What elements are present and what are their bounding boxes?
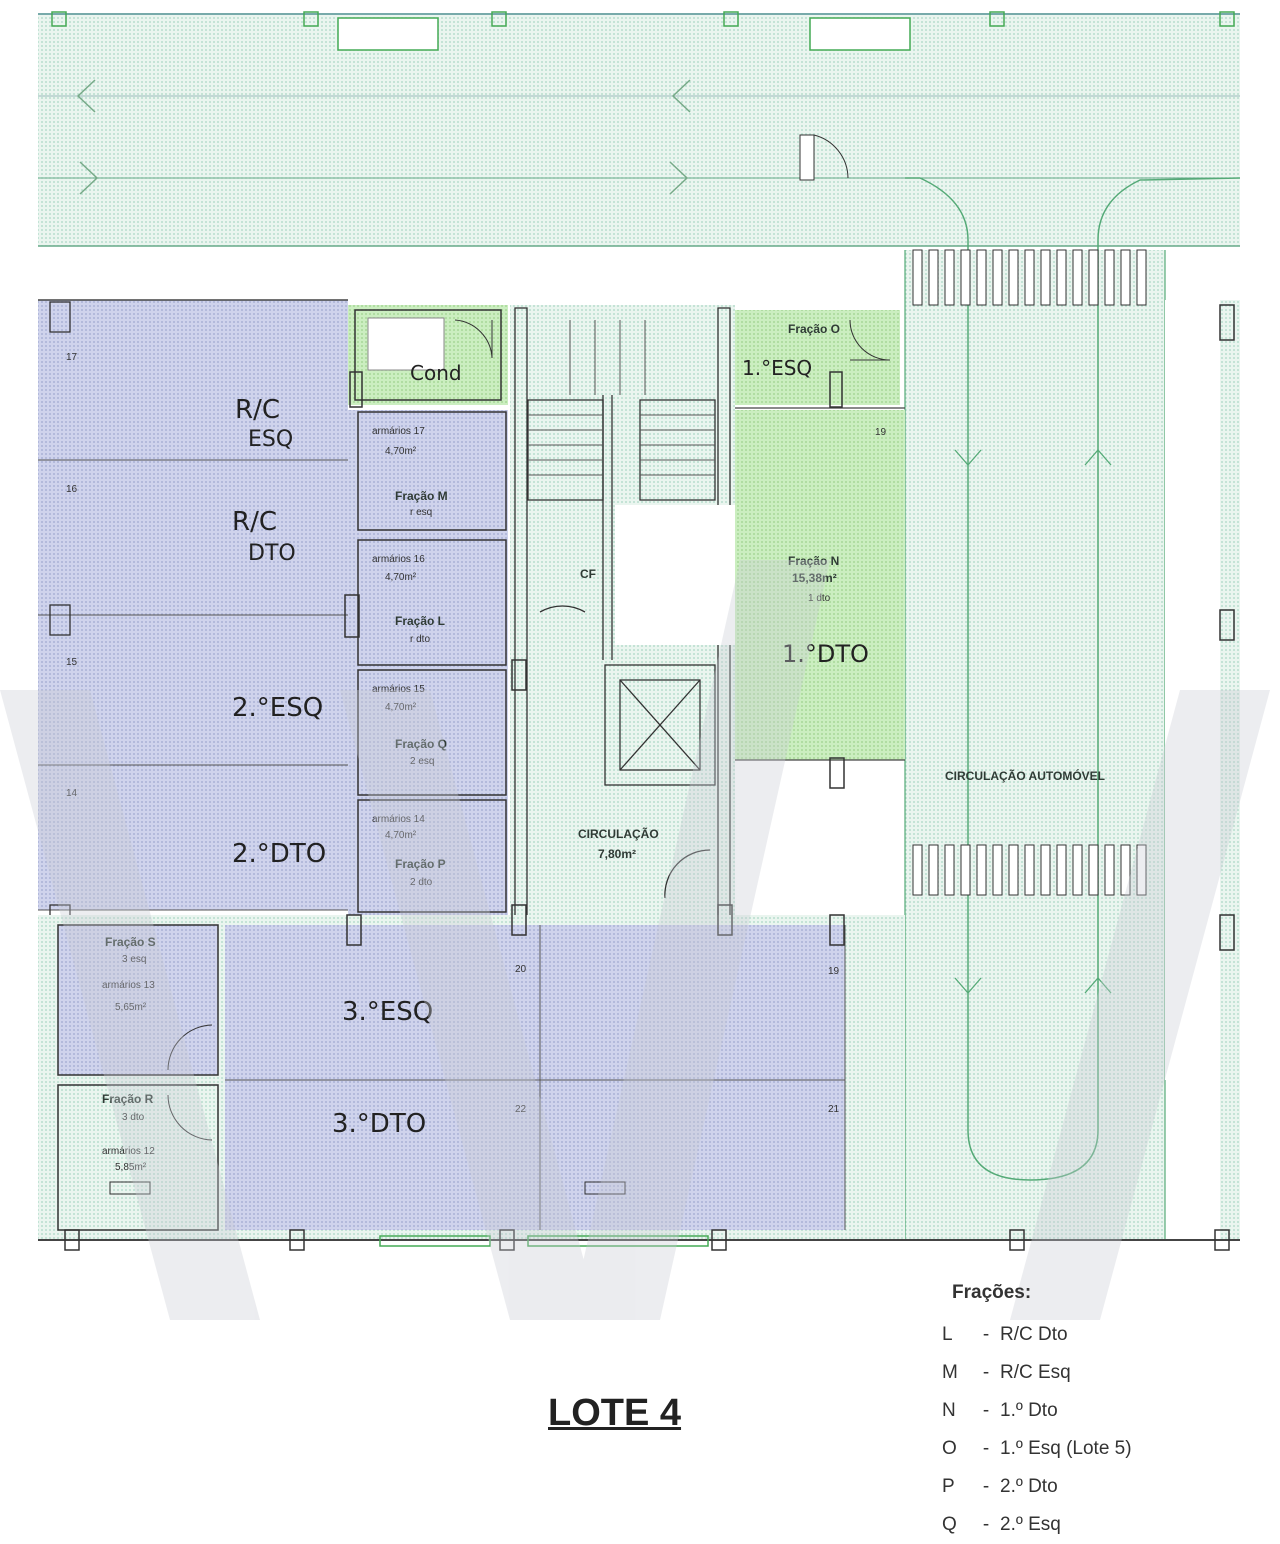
armario-15-label: armários 15 [372, 684, 425, 695]
armario-15-area: 4,70m² [385, 702, 417, 713]
space-number-15: 15 [66, 657, 78, 668]
cf-label: CF [580, 567, 596, 581]
fracao-n-label: Fração N [788, 554, 839, 568]
fracao-l-sub: r dto [410, 634, 430, 645]
space-number-22: 22 [515, 1104, 527, 1115]
space-number-19-top: 19 [875, 427, 887, 438]
fracao-n-sub: 1 dto [808, 593, 831, 604]
circulacao-automovel-label: CIRCULAÇÃO AUTOMÓVEL [945, 768, 1105, 783]
note-rc-dto-1: R/C [232, 507, 277, 537]
legend-dash: - [982, 1438, 990, 1459]
note-1-dto: 1.°DTO [782, 640, 869, 668]
legend-letter: O [942, 1438, 957, 1459]
legend-letter: L [942, 1324, 953, 1345]
note-2-esq: 2.°ESQ [232, 693, 323, 723]
note-3-esq: 3.°ESQ [342, 997, 433, 1027]
legend-item: L - R/C Dto [942, 1316, 1262, 1354]
legend-dash: - [982, 1514, 990, 1535]
fracao-l-label: Fração L [395, 614, 445, 628]
fracao-n-unit: Fração O 19 Fração N 15,38m² 1 dto [735, 310, 905, 761]
legend-dash: - [982, 1324, 990, 1345]
legend-letter: N [942, 1400, 956, 1421]
note-2-dto: 2.°DTO [232, 839, 326, 869]
storage-column: Fração M r esq armários 17 4,70m² armári… [348, 410, 508, 915]
space-number-14: 14 [66, 788, 78, 799]
armario-17-area: 4,70m² [385, 446, 417, 457]
legend-value: R/C Esq [1000, 1362, 1071, 1383]
note-rc-esq-1: R/C [235, 395, 280, 425]
armario-12-label: armários 12 [102, 1146, 155, 1157]
fracao-q-label: Fração Q [395, 737, 447, 751]
circulacao-label: CIRCULAÇÃO [578, 826, 659, 841]
cond-room [348, 305, 508, 405]
legend-item: Q - 2.º Esq [942, 1506, 1262, 1544]
lower-area: Fração S 3 esq armários 13 5,65m² Fração… [38, 915, 1240, 1247]
armario-16-label: armários 16 [372, 554, 425, 565]
legend-item: M - R/C Esq [942, 1354, 1262, 1392]
space-number-21: 21 [828, 1104, 840, 1115]
space-number-20: 20 [515, 964, 527, 975]
fracao-r-label: Fração R [102, 1092, 154, 1106]
armario-13-label: armários 13 [102, 980, 155, 991]
armario-14-area: 4,70m² [385, 830, 417, 841]
note-cond: Cond [410, 361, 462, 385]
circulacao-area: 7,80m² [598, 847, 636, 861]
space-number-19-lower: 19 [828, 966, 840, 977]
armario-16-area: 4,70m² [385, 572, 417, 583]
fracao-r-sub: 3 dto [122, 1112, 145, 1123]
fracao-s-label: Fração S [105, 935, 156, 949]
legend-value: 1.º Dto [1000, 1400, 1058, 1421]
fracao-o-label: Fração O [788, 322, 840, 336]
note-rc-esq-2: ESQ [248, 427, 293, 452]
pillars [64, 304, 1235, 1251]
legend-letter: P [942, 1476, 955, 1497]
fracao-m-sub: r esq [410, 507, 432, 518]
watermark-logo [0, 560, 1270, 1320]
armario-17-label: armários 17 [372, 426, 425, 437]
fracao-p-label: Fração P [395, 857, 446, 871]
legend-value: R/C Dto [1000, 1324, 1068, 1345]
fracao-s-sub: 3 esq [122, 954, 146, 965]
fracao-p-sub: 2 dto [410, 877, 433, 888]
legend-letter: Q [942, 1514, 957, 1535]
stair-core: CF CIRCULAÇÃO 7,80m² [510, 305, 735, 925]
parking-lane: CIRCULAÇÃO AUTOMÓVEL [904, 177, 1241, 1240]
street-area [38, 11, 1240, 247]
legend-title: Frações: [952, 1282, 1032, 1303]
legend-value: 1.º Esq (Lote 5) [1000, 1438, 1132, 1459]
armario-12-area: 5,85m² [115, 1162, 147, 1173]
fracao-n-area: 15,38m² [792, 571, 837, 585]
space-number-16: 16 [66, 484, 78, 495]
legend-dash: - [982, 1400, 990, 1421]
note-3-dto: 3.°DTO [332, 1109, 426, 1139]
legend-item: N - 1.º Dto [942, 1392, 1262, 1430]
fracoes-legend: Frações: L - R/C Dto M - R/C Esq N - 1.º… [942, 1282, 1262, 1544]
page-title: LOTE 4 [548, 1392, 682, 1434]
left-block: 17 16 15 14 [38, 299, 348, 936]
legend-dash: - [982, 1362, 990, 1383]
note-1-esq: 1.°ESQ [742, 356, 812, 380]
note-rc-dto-2: DTO [248, 541, 296, 566]
armario-13-area: 5,65m² [115, 1002, 147, 1013]
legend-value: 2.º Esq [1000, 1514, 1061, 1535]
legend-dash: - [982, 1476, 990, 1497]
legend-value: 2.º Dto [1000, 1476, 1058, 1497]
legend-item: O - 1.º Esq (Lote 5) [942, 1430, 1262, 1468]
handwritten-notes: R/C ESQ R/C DTO 2.°ESQ 2.°DTO 3.°ESQ 3.°… [232, 356, 869, 1139]
space-number-17: 17 [66, 352, 78, 363]
fracao-q-sub: 2 esq [410, 756, 434, 767]
fracao-m-label: Fração M [395, 489, 448, 503]
legend-letter: M [942, 1362, 958, 1383]
legend-item: P - 2.º Dto [942, 1468, 1262, 1506]
armario-14-label: armários 14 [372, 814, 425, 825]
